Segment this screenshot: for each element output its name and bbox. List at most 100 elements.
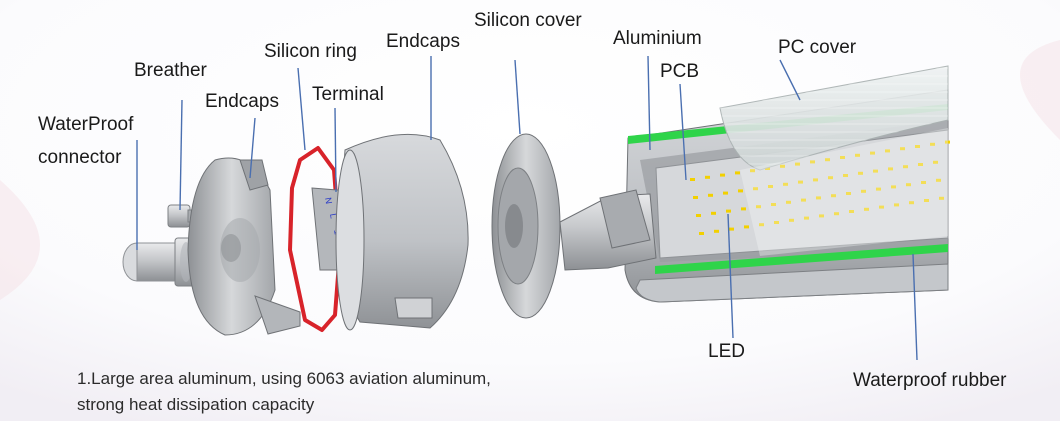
led-chip	[915, 145, 920, 148]
led-chip	[846, 192, 851, 195]
led-chip	[801, 198, 806, 202]
led-chip	[909, 201, 914, 205]
led-chip	[921, 181, 926, 184]
led-chip	[816, 196, 821, 200]
terminal-mark-L: L	[328, 213, 339, 220]
led-chip	[945, 140, 950, 144]
led-chip	[834, 212, 839, 216]
led-chip	[888, 167, 893, 171]
silicon-cover	[491, 133, 561, 319]
led-chip	[864, 207, 869, 211]
led-chip	[903, 165, 908, 169]
led-chip	[714, 229, 719, 233]
led-chip	[756, 205, 761, 209]
led-chip	[744, 225, 749, 229]
led-chip	[723, 191, 728, 195]
led-chip	[735, 171, 740, 175]
led-chip	[891, 185, 896, 189]
waterproof-connector	[122, 237, 198, 287]
caption-line1: 1.Large area aluminum, using 6063 aviati…	[77, 369, 491, 388]
label-pc-cover: PC cover	[778, 37, 857, 58]
led-chip	[810, 160, 815, 164]
led-chip	[795, 162, 800, 166]
leader-waterproof-rubber	[912, 253, 918, 361]
leader-silicon-cover	[514, 59, 521, 135]
pc-cover	[719, 65, 949, 256]
led-chip	[819, 214, 824, 218]
led-chip	[930, 142, 935, 146]
led-chip	[753, 187, 758, 191]
led-chip	[729, 227, 734, 231]
led-chip	[849, 210, 854, 213]
endcap-left	[187, 157, 301, 336]
endcap-right	[335, 133, 469, 331]
led-chip	[804, 216, 809, 220]
led-chip	[774, 221, 779, 224]
caption-line2: strong heat dissipation capacity	[77, 395, 315, 414]
led-chip	[885, 149, 890, 153]
label-endcaps-left: Endcaps	[205, 91, 279, 112]
led-chip	[873, 169, 878, 173]
label-waterproof-connector-line1: WaterProof	[38, 114, 134, 135]
leader-pc-cover	[779, 59, 801, 101]
bg-swoosh-left	[0, 180, 40, 300]
led-chip	[855, 153, 860, 157]
leader-led	[727, 213, 734, 339]
label-silicon-ring: Silicon ring	[264, 41, 357, 62]
leader-pcb	[679, 83, 687, 181]
led-chip	[825, 158, 830, 162]
led-chip	[741, 207, 746, 211]
led-chip	[876, 187, 881, 191]
led-chip	[840, 156, 845, 159]
silicon-ring	[288, 146, 342, 332]
led-chip	[765, 167, 770, 170]
label-silicon-cover: Silicon cover	[474, 10, 582, 31]
led-chip	[690, 178, 695, 181]
led-chip	[906, 183, 911, 187]
led-chip	[924, 199, 929, 202]
label-waterproof-connector-line2: connector	[38, 147, 122, 168]
label-led: LED	[708, 341, 745, 362]
leader-terminal	[334, 107, 337, 193]
leader-silicon-ring	[297, 67, 306, 151]
led-chip	[789, 218, 794, 222]
led-chip	[828, 176, 833, 180]
led-chip	[843, 174, 848, 177]
label-endcaps-right: Endcaps	[386, 31, 460, 52]
led-chip	[933, 160, 938, 164]
led-chip	[861, 189, 866, 193]
label-waterproof-rubber: Waterproof rubber	[853, 370, 1007, 391]
led-chip	[918, 163, 923, 166]
led-chip	[786, 200, 791, 204]
led-chip	[720, 173, 725, 177]
led-chip	[939, 196, 944, 200]
label-aluminium: Aluminium	[613, 28, 702, 49]
led-chip	[768, 185, 773, 188]
terminal-mark-N: N	[323, 197, 334, 205]
bg-swoosh-right	[1020, 40, 1060, 140]
label-pcb: PCB	[660, 61, 699, 82]
led-chip	[738, 189, 743, 193]
led-chip	[936, 178, 941, 182]
led-chip	[693, 196, 698, 199]
led-chip	[699, 232, 704, 235]
led-chip	[831, 194, 836, 198]
leader-endcaps-left	[249, 117, 256, 179]
tube-end-plug	[559, 189, 657, 271]
label-breather: Breather	[134, 60, 208, 81]
label-terminal: Terminal	[312, 84, 384, 105]
led-chip	[705, 175, 710, 179]
led-chip	[711, 211, 716, 215]
led-chip	[813, 178, 818, 182]
green-seal-strip-bottom	[655, 244, 948, 274]
led-chip	[870, 151, 875, 155]
leader-breather	[179, 99, 183, 211]
led-chip	[726, 209, 731, 213]
led-chip	[798, 180, 803, 184]
led-chip	[771, 203, 776, 206]
led-chip	[783, 182, 788, 186]
led-chip	[708, 193, 713, 197]
led-chip	[750, 169, 755, 173]
